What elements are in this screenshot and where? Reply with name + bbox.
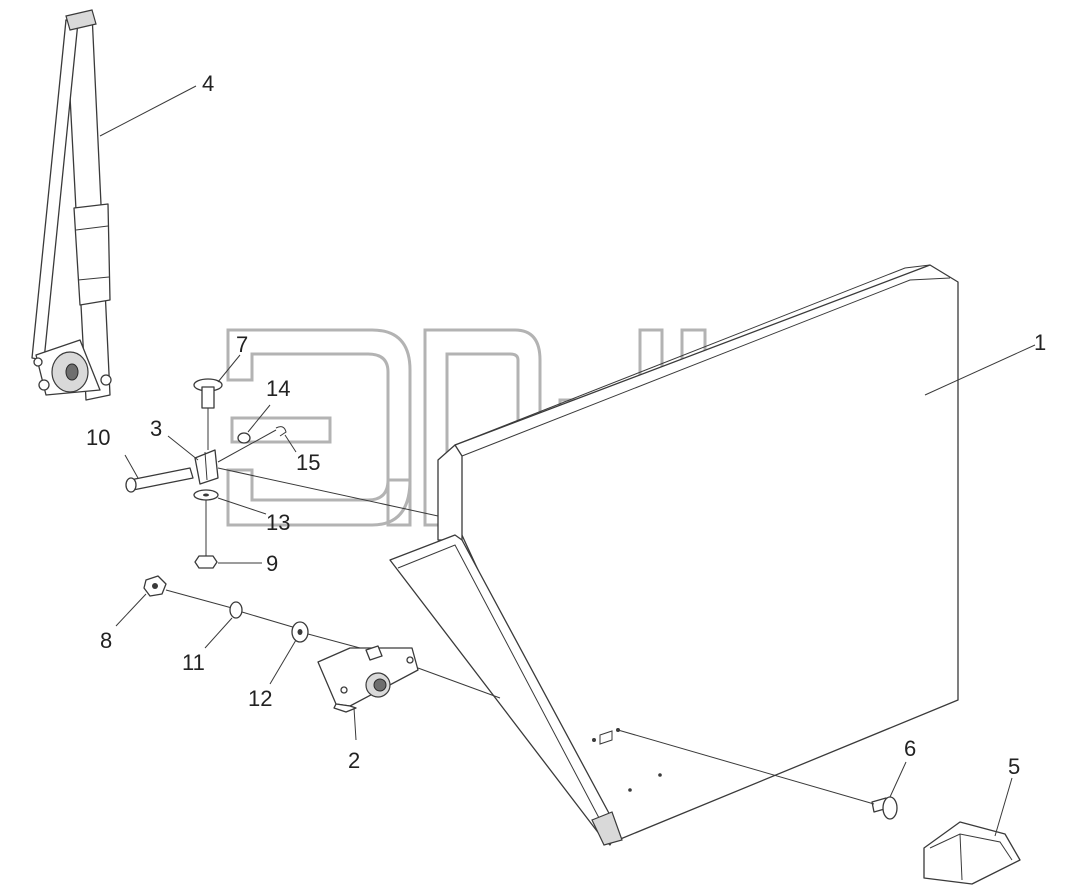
callout-4: 4 xyxy=(202,71,214,96)
callout-2: 2 xyxy=(348,748,360,773)
callout-9: 9 xyxy=(266,551,278,576)
leader-4 xyxy=(99,85,197,137)
leader-10 xyxy=(124,454,139,479)
callout-5: 5 xyxy=(1008,754,1020,779)
folding-arm-part-4 xyxy=(31,9,112,401)
leader-13 xyxy=(217,497,267,515)
callout-12: 12 xyxy=(248,686,272,711)
leader-8 xyxy=(115,593,147,627)
callout-8: 8 xyxy=(100,628,112,653)
hinge-plate-part-2 xyxy=(317,645,419,713)
bracket-part-3 xyxy=(194,449,219,485)
leader-2 xyxy=(353,707,357,741)
leader-15 xyxy=(284,434,297,453)
leader-3 xyxy=(167,435,199,461)
callout-11: 11 xyxy=(182,650,205,675)
callout-14: 14 xyxy=(266,376,290,401)
callout-13: 13 xyxy=(266,510,290,535)
leader-7 xyxy=(217,354,241,383)
leader-5 xyxy=(994,777,1013,837)
lamp-part-5 xyxy=(923,821,1021,885)
callout-1: 1 xyxy=(1034,330,1046,355)
bolt-part-6 xyxy=(871,796,898,820)
bolt-part-7 xyxy=(193,378,223,450)
cotter-pin-part-15 xyxy=(275,426,287,437)
callout-10: 10 xyxy=(86,425,110,450)
callout-15: 15 xyxy=(296,450,320,475)
washer-part-14 xyxy=(237,432,251,444)
leader-14 xyxy=(247,404,271,433)
callout-3: 3 xyxy=(150,416,162,441)
leader-12 xyxy=(269,639,297,685)
leader-1 xyxy=(924,344,1036,396)
leader-6 xyxy=(889,761,907,798)
nut-part-9 xyxy=(194,555,218,569)
side-panel-part-1 xyxy=(389,264,959,846)
pin-part-10 xyxy=(125,467,194,493)
callout-7: 7 xyxy=(236,332,248,357)
callout-6: 6 xyxy=(904,736,916,761)
leader-11 xyxy=(204,617,233,649)
spring-washer-part-11 xyxy=(229,601,243,619)
